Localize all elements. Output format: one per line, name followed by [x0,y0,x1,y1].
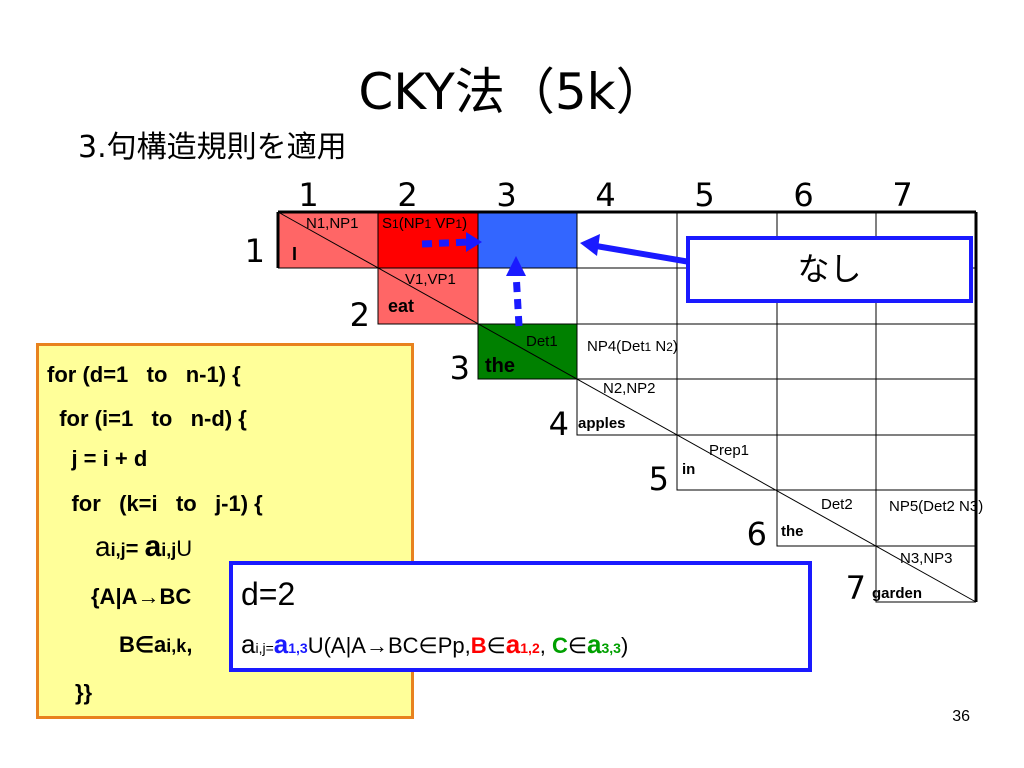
cell-label-3-3: Det1 [526,333,558,350]
word-3: the [485,355,515,377]
cell-label-6-6: Det2 [821,496,853,513]
column-number: 2 [397,176,418,214]
d2-title: d=2 [241,576,296,612]
dotted-arrow-up [512,271,523,327]
cell-label-1-1: N1,NP1 [306,215,359,232]
cell-label-3-4: NP4(Det1 N2) [587,338,678,355]
column-number: 3 [496,176,517,214]
row-number: 6 [746,515,767,553]
row-number: 3 [449,349,470,387]
d2-example-box: d=2 ai,j=a1,3U(A|A→BC∈Pp,B∈a1,2, C∈a3,3) [229,561,812,672]
cell-label-4-4: N2,NP2 [603,380,656,397]
word-1: I [292,244,298,264]
row-number: 1 [244,232,265,270]
column-number: 4 [595,176,616,214]
row-number: 7 [845,569,866,607]
code-line-7: B∈ai,k, [119,632,193,657]
column-number: 6 [793,176,814,214]
code-line-5: ai,j= ai,jU [95,530,193,563]
column-number: 5 [694,176,715,214]
row-number: 2 [349,296,370,334]
d2-formula: ai,j=a1,3U(A|A→BC∈Pp,B∈a1,2, C∈a3,3) [241,629,629,659]
row-number: 4 [548,405,569,443]
code-line-4: for (k=i to j-1) { [47,491,263,516]
dotted-arrow-right [421,238,471,248]
code-line-8: }} [75,680,93,705]
word-7: garden [872,585,923,602]
slide-subtitle: 3.句構造規則を適用 [78,130,347,165]
cell-label-5-5: Prep1 [709,442,750,459]
cell-label-1-2: S1(NP1 VP1) [382,215,468,232]
code-line-3: j = i + d [47,446,148,471]
word-5: in [682,461,696,478]
none-callout: なし [686,236,973,303]
cell-label-6-7: NP5(Det2 N3) [889,498,984,515]
cell-label-7-7: N3,NP3 [900,550,953,567]
column-number: 1 [298,176,319,214]
cell-1-3 [478,212,577,268]
page-number: 36 [952,708,970,725]
cell-label-2-2: V1,VP1 [405,271,456,288]
row-number: 5 [648,460,669,498]
word-4: apples [578,415,626,432]
column-number: 7 [892,176,913,214]
word-6: the [781,523,804,540]
code-line-2: for (i=1 to n-d) { [47,406,247,431]
slide-title: CKY法（5k） [358,63,666,121]
code-line-6: {A|A→BC [91,584,192,609]
word-2: eat [388,296,415,316]
code-line-1: for (d=1 to n-1) { [47,362,241,387]
